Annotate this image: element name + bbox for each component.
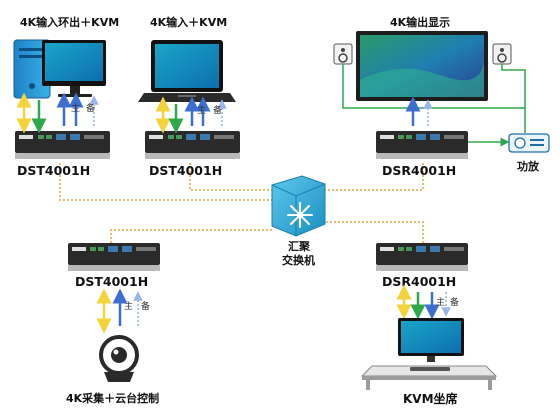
decoder-top-right-signals — [405, 96, 433, 126]
camera-label: 4K采集＋云台控制 — [66, 391, 159, 405]
kvm-desk-icon — [360, 318, 498, 390]
kvm-desk-label: KVM坐席 — [403, 391, 458, 406]
aggregation-switch-icon — [271, 175, 326, 237]
main-mark: 主 — [124, 300, 133, 312]
encoder-top-left-unit — [15, 131, 110, 159]
network-links — [59, 163, 424, 243]
decoder-top-right-unit — [376, 131, 468, 159]
main-mark: 主 — [197, 104, 206, 116]
audio-link-left-speaker — [342, 64, 526, 133]
backup-mark: 备 — [213, 104, 222, 116]
link-encoder-bottom-left — [110, 229, 272, 243]
encoder-top-left-signals — [16, 92, 99, 134]
top-left-source-label: 4K输入环出＋KVM — [20, 15, 119, 29]
main-mark: 主 — [436, 296, 445, 308]
encoder-top-left-label: DST4001H — [17, 163, 90, 178]
audio-links — [342, 64, 526, 147]
main-mark: 主 — [71, 102, 80, 114]
pc-workstation-icon — [13, 39, 106, 99]
amplifier-label: 功放 — [517, 159, 540, 173]
amplifier-icon — [508, 133, 550, 153]
decoder-bottom-right-unit — [376, 243, 468, 271]
large-display-icon — [356, 31, 488, 101]
decoder-bottom-right-signals — [396, 284, 451, 320]
encoder-top-mid-unit — [145, 131, 240, 159]
left-speaker-icon — [333, 43, 353, 65]
link-decoder-bottom-right — [325, 221, 424, 243]
encoder-bottom-left-signals — [96, 288, 143, 334]
link-decoder-top-right — [325, 163, 424, 191]
encoder-top-mid-label: DST4001H — [149, 163, 222, 178]
display-label: 4K输出显示 — [390, 15, 450, 29]
backup-mark: 备 — [450, 296, 459, 308]
decoder-top-right-label: DSR4001H — [382, 163, 456, 178]
encoder-bottom-left-unit — [68, 243, 160, 271]
link-encoder-top-left — [59, 163, 272, 201]
switch-label-line2: 交换机 — [282, 253, 315, 267]
backup-mark: 备 — [86, 102, 95, 114]
audio-link-right-speaker — [501, 64, 526, 108]
switch-label-line1: 汇聚 — [288, 240, 311, 253]
decoder-bottom-right-label: DSR4001H — [382, 274, 456, 289]
backup-mark: 备 — [141, 300, 150, 312]
encoder-top-mid-signals — [155, 96, 227, 134]
top-mid-source-label: 4K输入＋KVM — [150, 15, 227, 29]
right-speaker-icon — [492, 43, 512, 65]
laptop-icon — [138, 40, 236, 102]
link-encoder-top-mid — [189, 163, 272, 191]
camera-icon — [99, 335, 139, 382]
encoder-bottom-left-label: DST4001H — [75, 274, 148, 289]
